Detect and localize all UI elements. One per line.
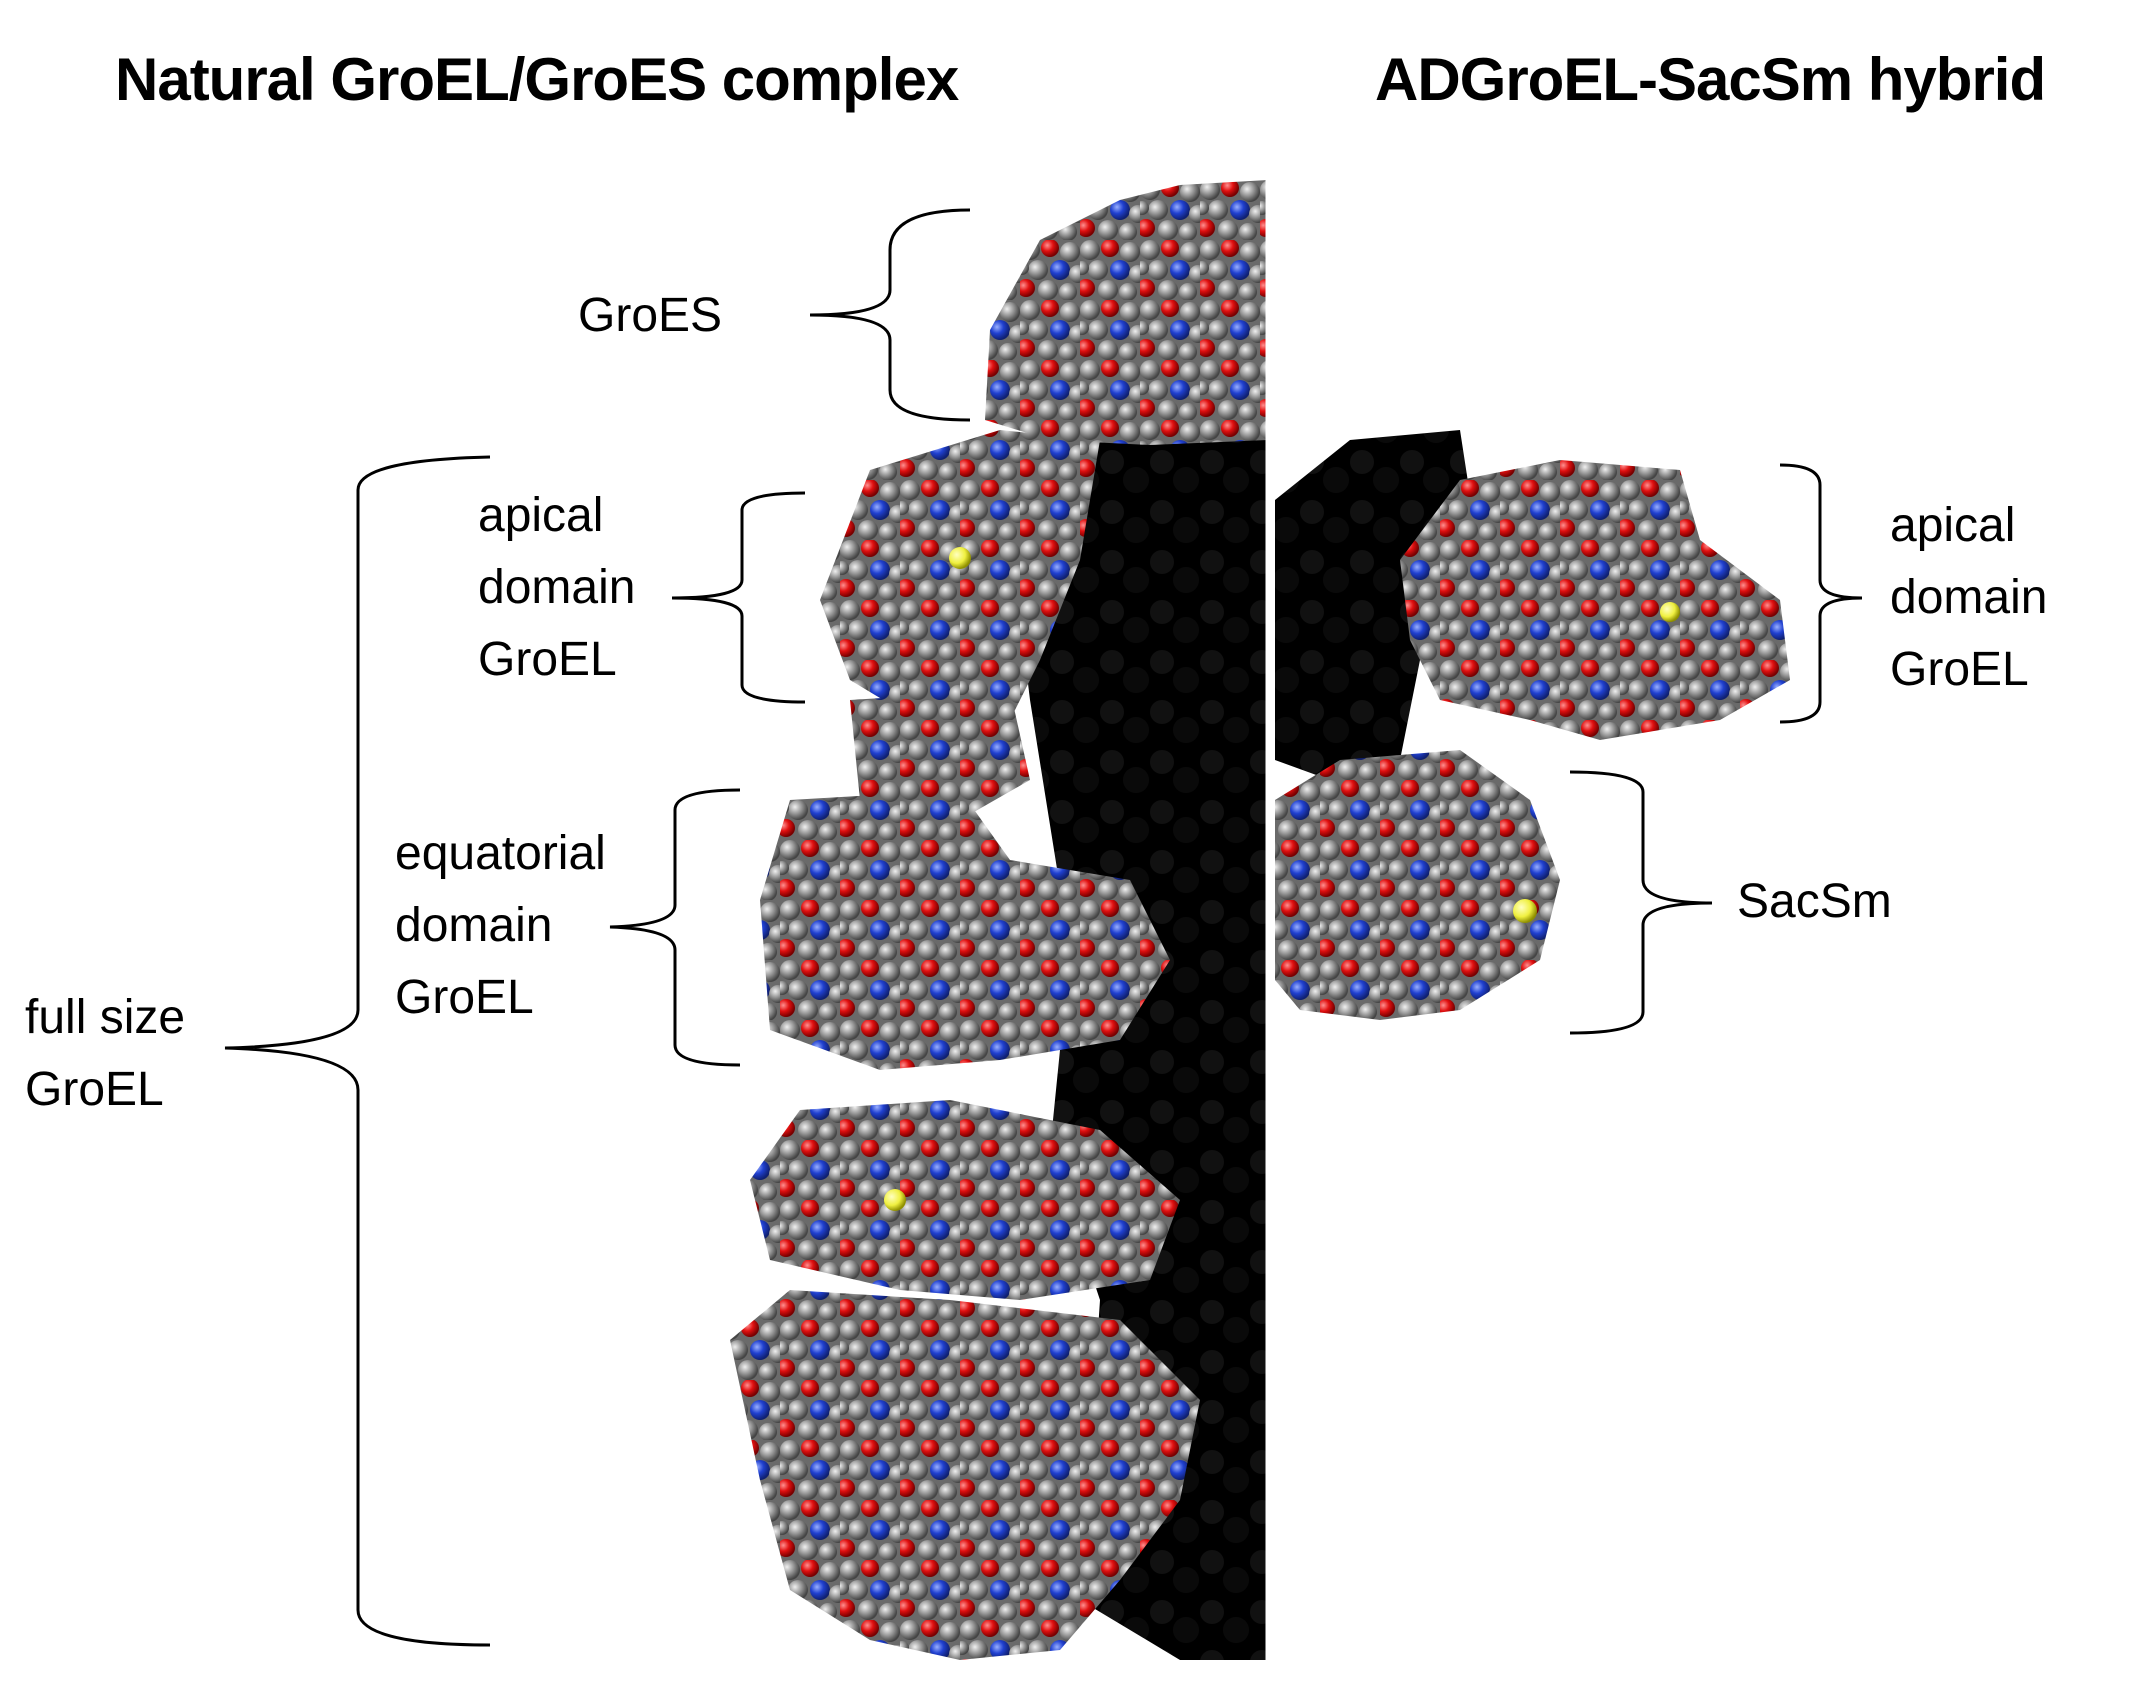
label-line: equatorial: [395, 827, 606, 880]
equatorial-label: equatorial domain GroEL: [395, 818, 606, 1034]
label-line: apical: [478, 489, 604, 542]
label-line: GroEL: [25, 1063, 164, 1116]
sacsm-structure: [1275, 750, 1560, 1020]
label-line: full size: [25, 991, 186, 1044]
label-line: domain: [1890, 571, 2048, 624]
label-line: GroEL: [1890, 643, 2029, 696]
groes-label: GroES: [578, 289, 723, 342]
apical-left-label: apical domain GroEL: [478, 480, 635, 696]
apical-right-label: apical domain GroEL: [1890, 490, 2047, 706]
sacsm-brace: [1569, 770, 1713, 1035]
label-line: GroEL: [478, 633, 617, 686]
groes-structure: [985, 180, 1268, 445]
label-line: domain: [478, 561, 636, 614]
equatorial-domain-lower: [750, 1100, 1180, 1300]
full-size-label: full size GroEL: [25, 982, 185, 1126]
intermediate-domain-left: [850, 690, 1030, 820]
groel-back-ring: [1000, 430, 1268, 1660]
apical-domain-right: [1400, 460, 1790, 740]
sulfur-atom: [884, 1189, 906, 1211]
sulfur-atom: [1513, 899, 1537, 923]
sulfur-atom: [1660, 602, 1680, 622]
equatorial-brace: [609, 788, 741, 1067]
full-size-brace: [224, 455, 491, 1647]
right-title: ADGroEL-SacSm hybrid: [1375, 46, 2046, 113]
label-line: domain: [395, 899, 553, 952]
apical-right-brace: [1779, 463, 1863, 724]
sacsm-label: SacSm: [1737, 875, 1892, 928]
groes-brace: [809, 208, 971, 422]
hybrid-back-ring: [1275, 430, 1480, 780]
sulfur-atom: [949, 547, 971, 569]
apical-domain-lower: [730, 1290, 1200, 1660]
apical-domain-left: [820, 430, 1100, 720]
left-title: Natural GroEL/GroES complex: [115, 46, 959, 113]
label-line: apical: [1890, 499, 2016, 552]
label-line: GroEL: [395, 971, 534, 1024]
equatorial-domain-upper: [760, 790, 1170, 1070]
apical-left-brace: [671, 491, 806, 704]
